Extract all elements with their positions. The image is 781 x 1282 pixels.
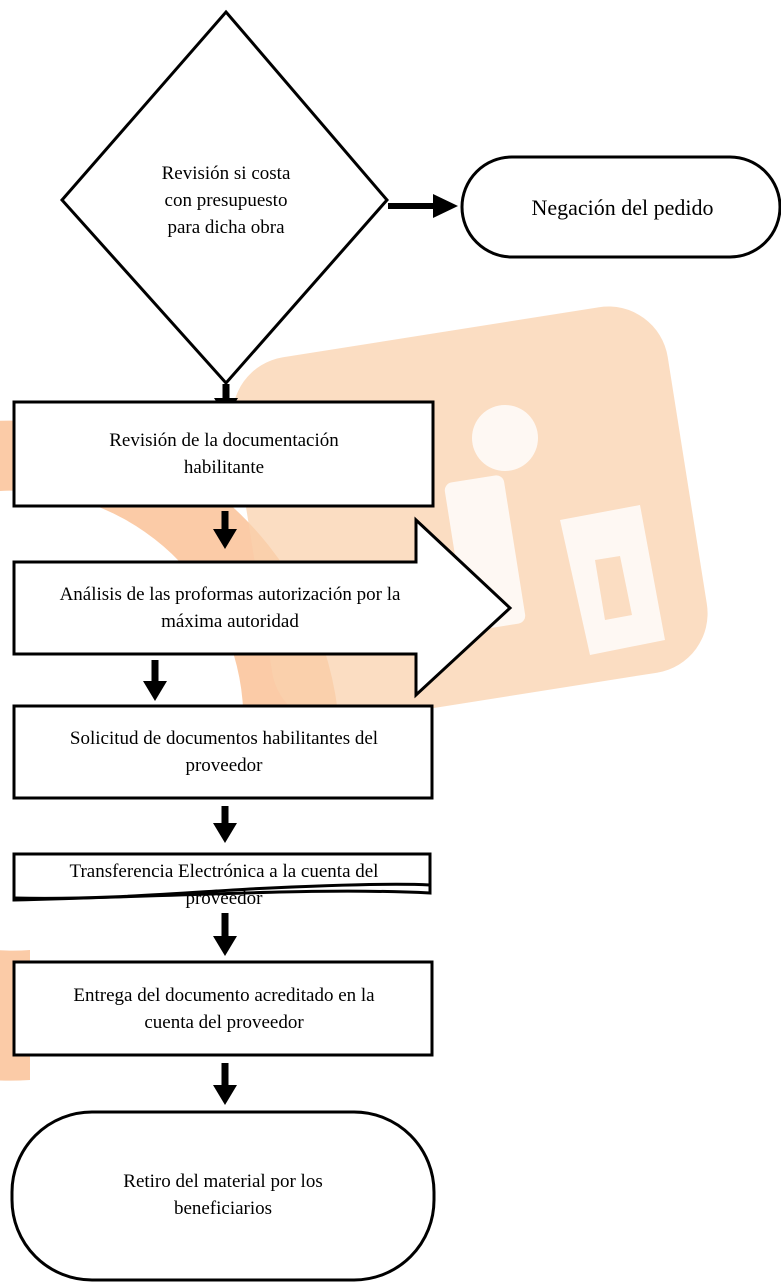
arrow-step1-to-step2 (213, 511, 237, 549)
step4-document-wave (13, 882, 431, 900)
step4-text: Transferencia Electrónica a la cuenta de… (69, 861, 379, 909)
arrow-to-reject (388, 194, 458, 218)
step5-box (12, 960, 434, 1057)
watermark-letter-a (560, 505, 665, 655)
step4-document-body (14, 854, 430, 899)
decision-text: Revisión si costa con presupuesto para d… (161, 162, 291, 238)
step3-box (12, 704, 434, 800)
arrow-step4-to-step5 (213, 913, 237, 956)
decision-label: Revisión si costa con presupuesto para d… (140, 120, 312, 280)
step2-block-arrow (12, 516, 513, 699)
step4-document-outline (12, 852, 432, 898)
arrow-step3-to-step4 (213, 806, 237, 843)
reject-label: Negación del pedido (480, 165, 765, 249)
step2-label: Análisis de las proformas autorización p… (30, 565, 430, 651)
arrow-step2-to-step3 (143, 660, 167, 701)
step4-label: Transferencia Electrónica a la cuenta de… (30, 858, 418, 918)
watermark-dot (472, 405, 538, 471)
step3-label: Solicitud de documentos habilitantes del… (30, 708, 418, 796)
step1-label: Revisión de la documentación habilitante (30, 405, 418, 503)
reject-terminal (460, 155, 781, 259)
arrow-step5-to-end (213, 1063, 237, 1105)
reject-text: Negación del pedido (531, 194, 714, 220)
decision-diamond (59, 9, 389, 386)
step5-label: Entrega del documento acreditado en la c… (30, 964, 418, 1053)
step2-text: Análisis de las proformas autorización p… (59, 584, 401, 632)
step1-text: Revisión de la documentación habilitante (109, 430, 339, 478)
step3-text: Solicitud de documentos habilitantes del… (69, 728, 379, 776)
step5-text: Entrega del documento acreditado en la c… (73, 984, 375, 1033)
step1-box (12, 400, 435, 508)
end-text: Retiro del material por los beneficiario… (123, 1171, 323, 1219)
end-terminal (10, 1110, 436, 1282)
end-label: Retiro del material por los beneficiario… (60, 1140, 386, 1250)
